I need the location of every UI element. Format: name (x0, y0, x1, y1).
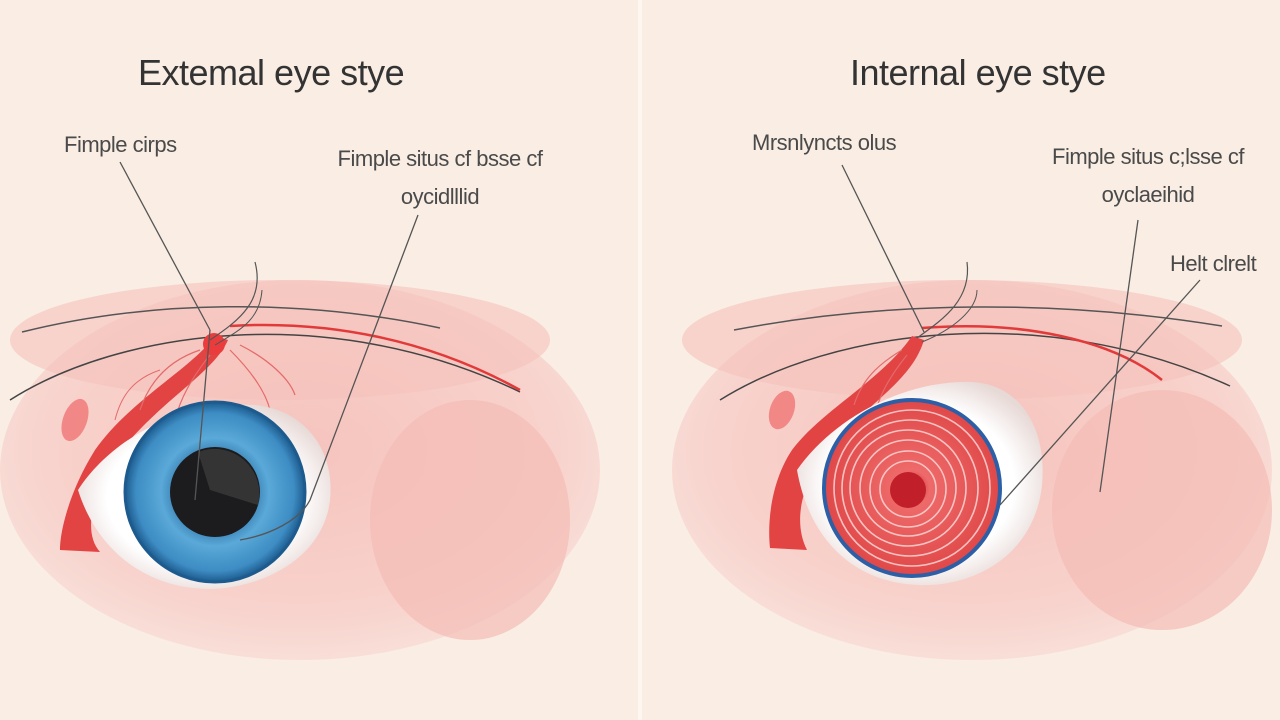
external-eye-illustration (0, 161, 600, 660)
ring (841, 419, 979, 557)
eyelash (921, 289, 978, 343)
label-a: Fimple cirps (64, 132, 177, 157)
upper-eyelid-crease (21, 305, 441, 333)
pupil-highlight (198, 448, 260, 505)
lid-shadow (10, 280, 550, 400)
label-b-line1: Fimple situs cf bsse cf (337, 146, 543, 171)
inflamed-ring (822, 398, 1002, 578)
eyelid-margin-line (229, 323, 521, 392)
label-c: Helt clrelt (1170, 251, 1257, 276)
cheek-shadow (370, 400, 570, 640)
label-b-line1: Fimple situs c;lsse cf (1052, 144, 1244, 169)
inflamed-rings (833, 409, 991, 567)
vein (853, 349, 903, 406)
label-b-line2: oycidlllid (400, 184, 480, 209)
external-stye-panel: Extemal eye stye Fimple cirps Fimple sit… (0, 0, 638, 720)
panel-divider (638, 0, 642, 720)
leader-line-b (1099, 219, 1139, 493)
upper-eyelid-crease (733, 306, 1223, 331)
vein (229, 349, 271, 411)
ring (833, 409, 991, 567)
cheek-shadow (1052, 390, 1272, 630)
ring (879, 460, 937, 518)
label-b: Fimple situs cf bsse cf oycidlllid (310, 140, 570, 216)
ring (849, 429, 967, 547)
eyelid-red-margin (769, 336, 924, 550)
internal-stye-title: Internal eye stye (850, 52, 1106, 93)
internal-stye-panel: Internal eye stye Mrsnlyncts olus Fimple… (642, 0, 1280, 720)
redness-mark (768, 390, 796, 430)
leader-line-a (841, 164, 925, 333)
ring (859, 439, 957, 537)
internal-eye-illustration (672, 164, 1272, 660)
leader-line-b (239, 214, 419, 541)
label-b: Fimple situs c;lsse cf oyclaeihid (1020, 138, 1276, 214)
label-a: Mrsnlyncts olus (752, 130, 897, 155)
eyelash (209, 261, 258, 341)
eyelash (214, 289, 263, 346)
leader-line-c (999, 279, 1201, 506)
stye-pimple (203, 333, 225, 355)
eyelid-red-margin (60, 336, 228, 552)
leader-line-a2 (194, 329, 211, 501)
external-stye-title: Extemal eye stye (138, 52, 405, 93)
inflamed-core (890, 472, 926, 508)
vein (114, 369, 161, 421)
upper-eyelid-fold (719, 332, 1231, 401)
upper-eyelid-fold (9, 333, 521, 401)
redness-mark (61, 398, 89, 442)
eyelid-margin-line (921, 325, 1163, 381)
vein (239, 344, 296, 396)
label-b-line2: oyclaeihid (1101, 182, 1195, 207)
lid-shadow (682, 280, 1242, 400)
vein (139, 349, 201, 411)
iris-ring (123, 400, 307, 584)
eyelash (916, 261, 969, 339)
ring (869, 450, 947, 528)
leader-line-a (119, 161, 211, 331)
